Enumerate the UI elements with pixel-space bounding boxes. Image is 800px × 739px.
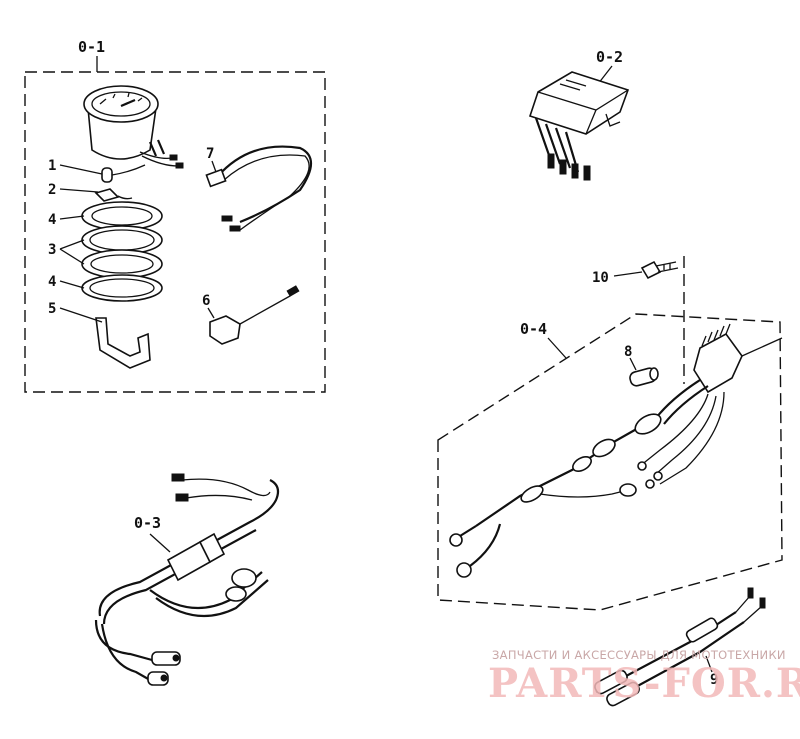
watermark: ЗАПЧАСТИ И АКСЕССУАРЫ ДЛЯ МОТОТЕХНИКИ PA… [488,648,800,707]
callout-10: 10 [592,270,609,286]
group-0-3-label: 0-3 [134,514,161,532]
group-0-4: 0-4 [437,256,783,611]
callout-4-lower: 4 [48,274,56,290]
mounting-bracket [95,317,151,369]
callout-8: 8 [624,344,632,360]
wiring-harness-0-3 [94,473,280,686]
callout-7: 7 [206,146,214,162]
group-0-1-dashed-frame [24,71,326,393]
callout-6: 6 [202,293,210,309]
watermark-tagline: ЗАПЧАСТИ И АКСЕССУАРЫ ДЛЯ МОТОТЕХНИКИ [492,648,786,662]
group-0-3: 0-3 [94,473,280,686]
gauge-meter [83,85,184,169]
bulb-part [101,164,146,183]
group-0-2-label: 0-2 [596,48,623,66]
callout-5: 5 [48,301,56,317]
gasket-rings [81,201,163,302]
group-0-1-label: 0-1 [78,38,105,56]
grommet-8 [629,367,659,387]
sender-unit-6 [209,285,300,345]
rectifier-unit [528,71,630,181]
callout-2: 2 [48,182,56,198]
watermark-brand: PARTS-FOR.RU [488,660,800,707]
callout-3: 3 [48,242,56,258]
bolt-10 [640,256,685,384]
callout-9: 9 [710,672,718,688]
voltage-regulator [693,323,783,394]
cable-9 [594,587,766,707]
group-0-4-dashed-frame [437,313,783,611]
group-0-4-label: 0-4 [520,320,547,338]
main-harness-0-4 [449,379,725,578]
callout-1: 1 [48,158,56,174]
group-0-1: 0-1 [24,38,326,393]
bulb-socket-part [94,188,133,202]
callout-4-upper: 4 [48,212,56,228]
wire-lead-7 [205,145,313,232]
group-0-2: 0-2 [528,48,630,181]
